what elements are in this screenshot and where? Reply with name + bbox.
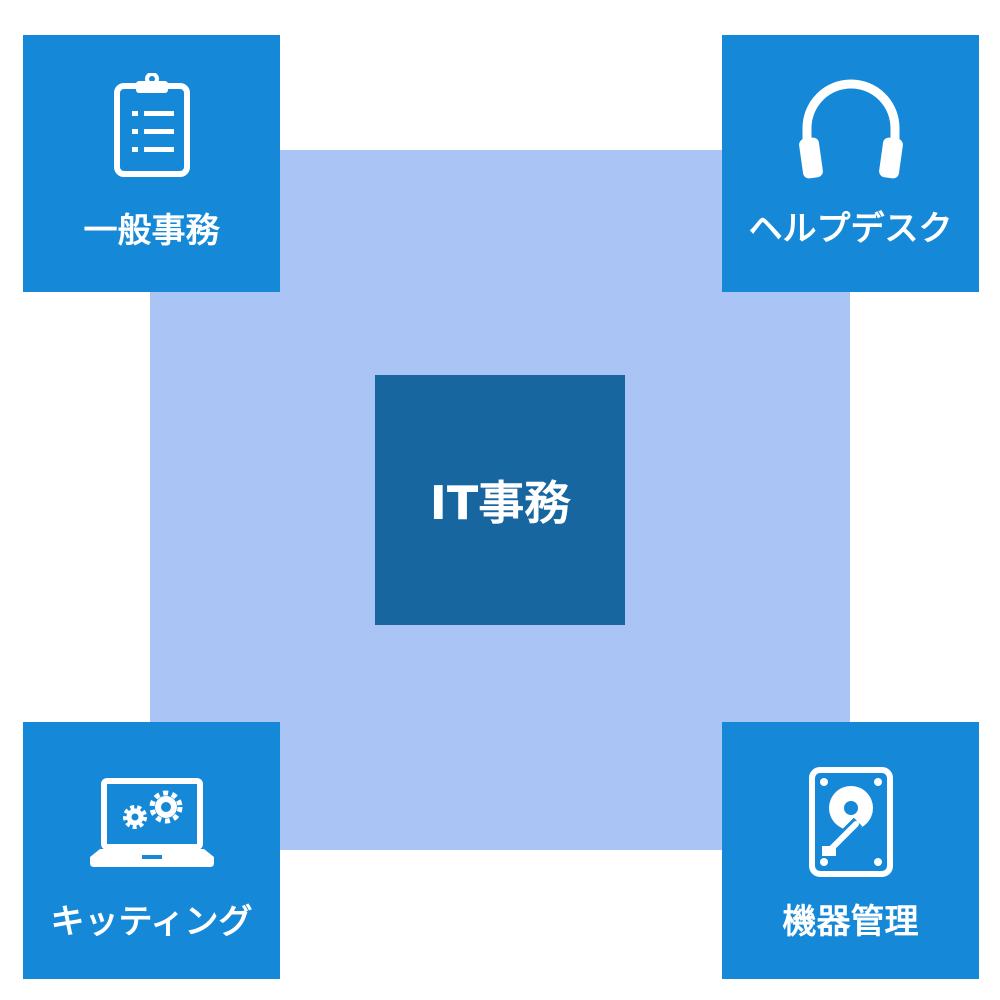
clipboard-icon — [113, 73, 190, 177]
headphones-icon — [798, 79, 903, 179]
node-kitting: キッティング — [23, 722, 280, 979]
node-label: キッティング — [50, 902, 253, 942]
node-general-affairs: 一般事務 — [23, 35, 280, 292]
node-equipment-management: 機器管理 — [722, 722, 979, 979]
node-label: 機器管理 — [782, 902, 919, 942]
node-label: 一般事務 — [83, 211, 220, 251]
center-label: IT事務 — [429, 476, 571, 530]
laptop-gears-icon — [89, 778, 214, 867]
node-help-desk: ヘルプデスク — [722, 35, 979, 292]
center-node: IT事務 — [375, 375, 625, 625]
hard-drive-icon — [808, 767, 893, 877]
node-label: ヘルプデスク — [748, 209, 953, 249]
